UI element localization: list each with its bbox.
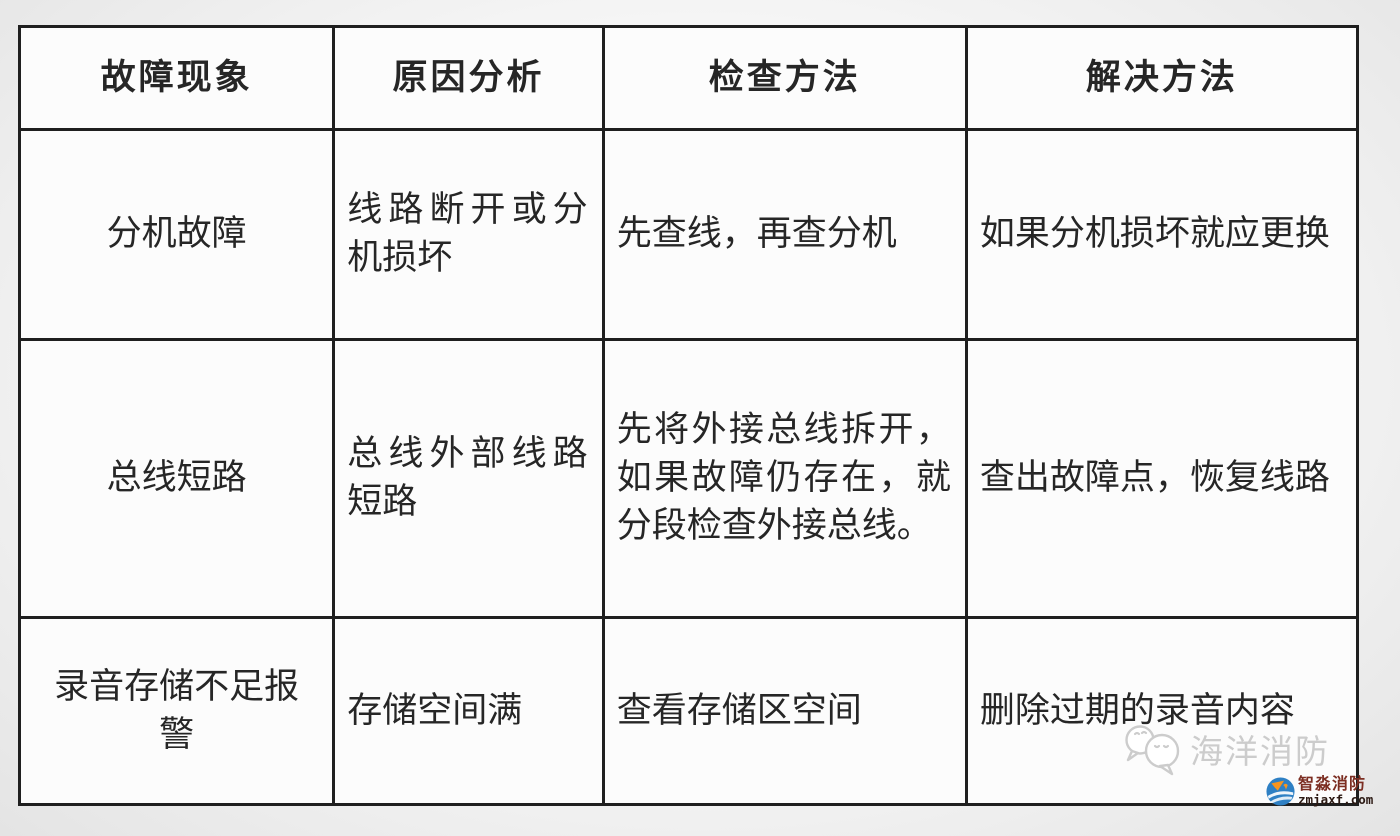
- header-solution: 解决方法: [967, 28, 1356, 128]
- fault-troubleshooting-table: 故障现象 原因分析 检查方法 解决方法 分机故障 线路断开或分机损坏 先查线，再…: [18, 25, 1359, 806]
- cell-row1-solution: 如果分机损坏就应更换: [967, 130, 1356, 338]
- cell-row2-check-method-text: 先将外接总线拆开，如果故障仍存在，就分段检查外接总线。: [616, 410, 951, 546]
- brand-name-label: 智淼消防: [1298, 776, 1367, 793]
- cell-row3-cause-analysis-text: 存储空间满: [347, 690, 523, 730]
- header-check-method-label: 检查方法: [708, 57, 861, 97]
- cell-row3-solution-text: 删除过期的录音内容: [979, 690, 1295, 730]
- header-cause-analysis: 原因分析: [335, 28, 602, 128]
- header-fault-phenomenon-label: 故障现象: [100, 57, 253, 97]
- cell-row1-cause-analysis-text: 线路断开或分机损坏: [347, 190, 588, 278]
- cell-row2-fault-phenomenon: 总线短路: [21, 340, 333, 616]
- cell-row2-check-method: 先将外接总线拆开，如果故障仍存在，就分段检查外接总线。: [604, 340, 965, 616]
- cell-row2-cause-analysis: 总线外部线路短路: [335, 340, 602, 616]
- cell-row1-solution-text: 如果分机损坏就应更换: [979, 214, 1330, 254]
- brand-watermark: 智淼消防 zmjaxf.com: [1266, 777, 1373, 807]
- cell-row2-solution-text: 查出故障点，恢复线路: [979, 458, 1330, 498]
- cell-row2-fault-phenomenon-text: 总线短路: [106, 458, 247, 498]
- cell-row2-solution: 查出故障点，恢复线路: [967, 340, 1356, 616]
- cell-row3-fault-phenomenon: 录音存储不足报警: [21, 618, 333, 803]
- header-check-method: 检查方法: [604, 28, 965, 128]
- brand-text-block: 智淼消防 zmjaxf.com: [1298, 777, 1373, 807]
- cell-row1-check-method-text: 先查线，再查分机: [616, 214, 897, 254]
- cell-row1-fault-phenomenon: 分机故障: [21, 130, 333, 338]
- brand-url-label: zmjaxf.com: [1298, 792, 1374, 807]
- cell-row1-cause-analysis: 线路断开或分机损坏: [335, 130, 602, 338]
- cell-row1-check-method: 先查线，再查分机: [604, 130, 965, 338]
- cell-row2-cause-analysis-text: 总线外部线路短路: [347, 434, 588, 522]
- cell-row1-fault-phenomenon-text: 分机故障: [106, 214, 247, 254]
- header-fault-phenomenon: 故障现象: [21, 28, 333, 128]
- cell-row3-cause-analysis: 存储空间满: [335, 618, 602, 803]
- cell-row3-check-method-text: 查看存储区空间: [616, 690, 862, 730]
- header-cause-analysis-label: 原因分析: [392, 57, 545, 97]
- zhimiao-logo-icon: [1266, 777, 1295, 806]
- cell-row3-fault-phenomenon-text: 录音存储不足报警: [54, 666, 300, 754]
- cell-row3-check-method: 查看存储区空间: [604, 618, 965, 803]
- header-solution-label: 解决方法: [1085, 57, 1238, 97]
